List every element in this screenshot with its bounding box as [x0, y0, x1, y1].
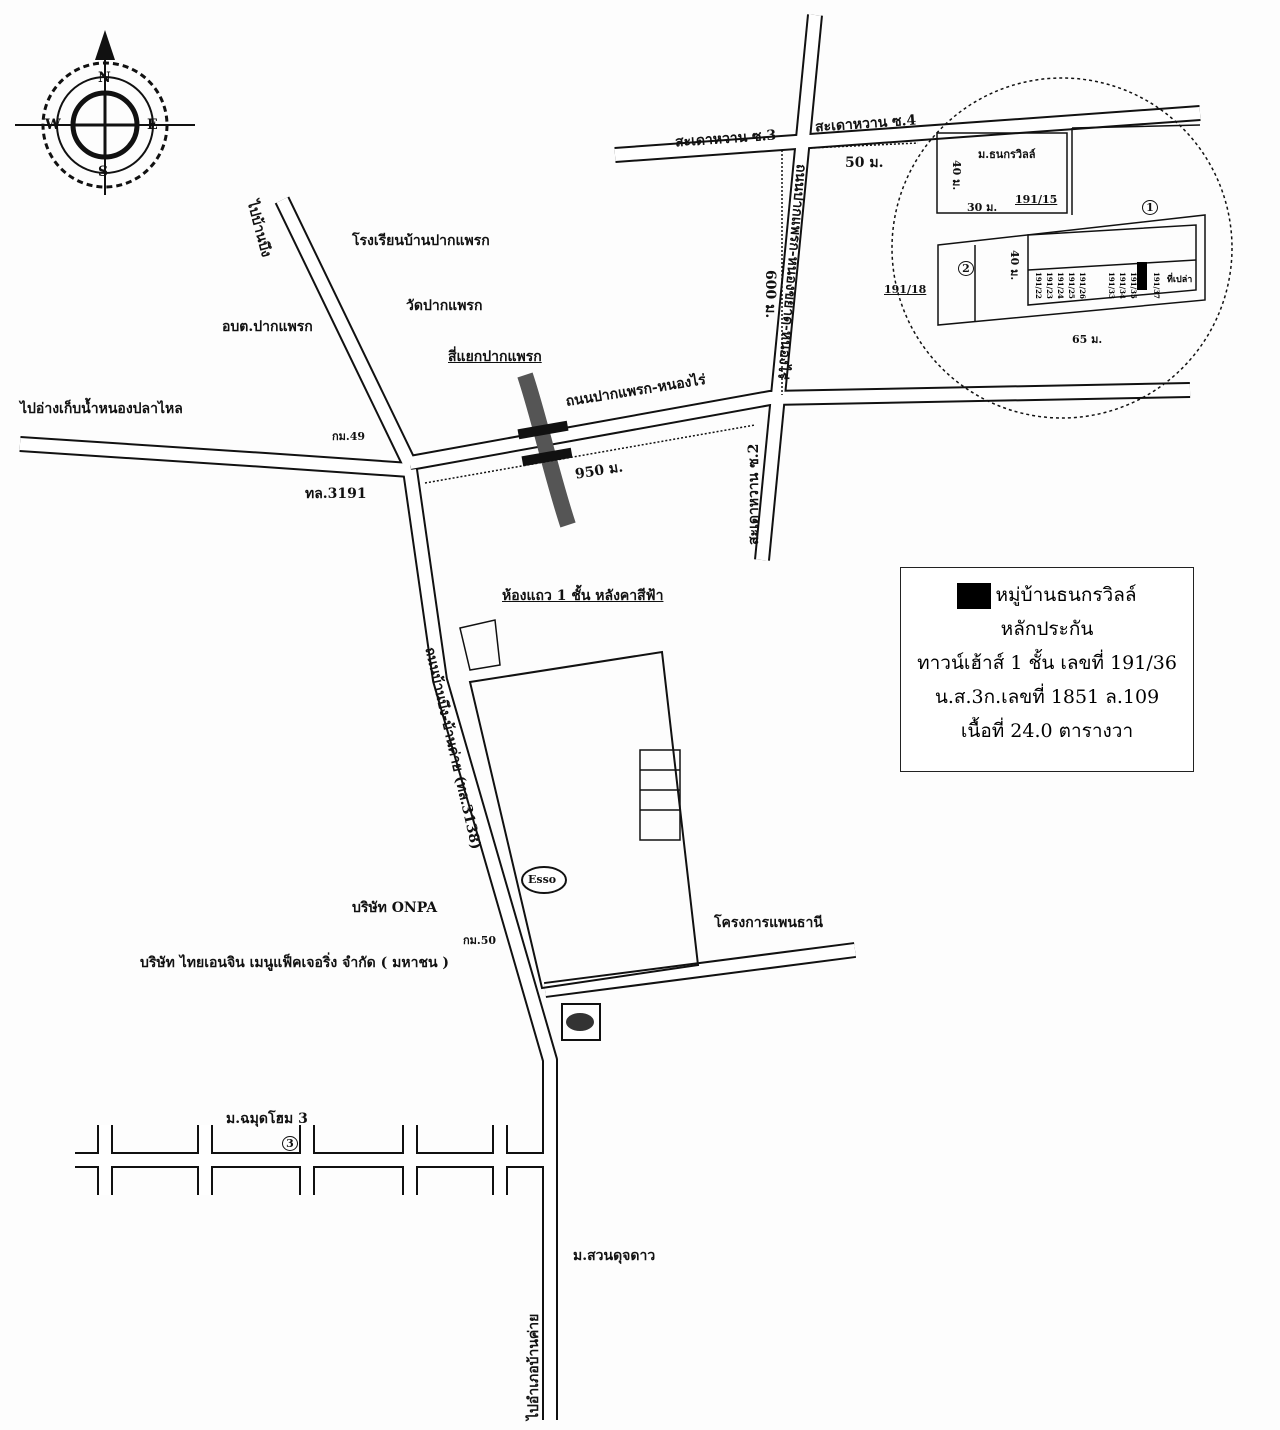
inset-village: ม.ธนกรวิลล์	[978, 148, 1036, 161]
inset-plot-191-18: 191/18	[884, 283, 927, 296]
label-shophouse: ห้องแถว 1 ชั้น หลังคาสีฟ้า	[502, 588, 664, 604]
bridge-north	[517, 420, 569, 440]
plot-label: 191/26	[1078, 272, 1087, 299]
legend-line1: หมู่บ้านธนกรวิลล์	[995, 584, 1137, 606]
gas-station-emblem	[566, 1013, 594, 1031]
inset-plot-labels: 191/22 191/23 191/24 191/25 191/26 191/3…	[1034, 272, 1192, 299]
label-chomdoi: ม.ฉมุดโฮม 3	[226, 1111, 308, 1127]
marker-1: 1	[1142, 200, 1158, 215]
distance-40a: 40 ม.	[950, 160, 963, 191]
distance-30: 30 ม.	[967, 201, 998, 214]
plot-label: 191/23	[1045, 272, 1054, 299]
distance-50: 50 ม.	[845, 155, 884, 171]
inset-plan	[936, 124, 1206, 326]
distance-lines	[424, 142, 919, 484]
label-phanthani: โครงการแพนธานี	[714, 915, 823, 931]
plot-label: 191/34	[1118, 272, 1127, 299]
townhouse-row	[639, 749, 681, 841]
label-to-nong-pla-lai: ไปอ่างเก็บน้ำหนองปลาไหล	[20, 401, 183, 417]
legend-line2: หลักประกัน	[1000, 618, 1094, 640]
compass-e: E	[147, 117, 158, 133]
legend-line5: เนื้อที่ 24.0 ตารางวา	[960, 720, 1134, 742]
vacant-label: ที่เปล่า	[1167, 275, 1193, 285]
plot-label: 191/22	[1034, 272, 1043, 299]
plot-label: 191/24	[1056, 272, 1065, 299]
roads-inner	[19, 14, 1201, 1420]
label-thai-engine: บริษัท ไทยเอนจิน เมนูแฟ็คเจอริ่ง จำกัด (…	[140, 955, 450, 971]
marker-2: 2	[958, 261, 974, 276]
compass-n: N	[98, 70, 111, 86]
label-suandao: ม.สวนดุจดาว	[573, 1248, 656, 1264]
label-sao: อบต.ปากแพรก	[222, 319, 313, 335]
inset-plot-191-15: 191/15	[1015, 193, 1058, 206]
label-onpa: บริษัท ONPA	[352, 900, 438, 916]
esso-logo	[521, 866, 567, 894]
label-km49: กม.49	[332, 430, 366, 443]
plot-label: 191/33	[1107, 272, 1116, 299]
collateral-plot	[1137, 262, 1147, 290]
marker-3: 3	[282, 1136, 298, 1151]
canal	[517, 372, 576, 528]
shophouse-lot	[459, 619, 501, 671]
inset-circle	[891, 77, 1233, 419]
compass-rose-icon	[15, 30, 195, 195]
label-km50: กม.50	[463, 934, 497, 947]
plot-label: 191/35	[1129, 272, 1138, 299]
plot-label: 191/37	[1152, 272, 1161, 299]
distance-40b: 40 ม.	[1008, 250, 1021, 281]
bridge-south	[521, 447, 573, 467]
compass-s: S	[98, 164, 109, 180]
label-to-ban-khai: ไปอำเภอบ้านค่าย	[526, 1313, 542, 1420]
compass-w: W	[45, 117, 61, 133]
label-rt3191: ทล.3191	[305, 486, 367, 502]
label-sadao-wan-2: สะเดาหวาน ซ.2	[746, 443, 762, 545]
label-temple: วัดปากแพรก	[406, 298, 483, 314]
legend-line3: ทาวน์เฮ้าส์ 1 ชั้น เลขที่ 191/36	[917, 652, 1177, 674]
label-junction: สี่แยกปากแพรก	[448, 349, 542, 365]
legend-box: หมู่บ้านธนกรวิลล์ หลักประกัน ทาวน์เฮ้าส์…	[900, 567, 1194, 772]
plot-label: 191/25	[1067, 272, 1076, 299]
label-esso: Esso	[528, 873, 557, 886]
legend-swatch	[957, 583, 992, 609]
esso-block	[468, 650, 700, 990]
distance-600: 600 ม.	[762, 270, 778, 319]
label-school: โรงเรียนบ้านปากแพรก	[352, 233, 490, 249]
legend-line4: น.ส.3ก.เลขที่ 1851 ล.109	[934, 686, 1160, 708]
distance-65: 65 ม.	[1072, 333, 1103, 346]
